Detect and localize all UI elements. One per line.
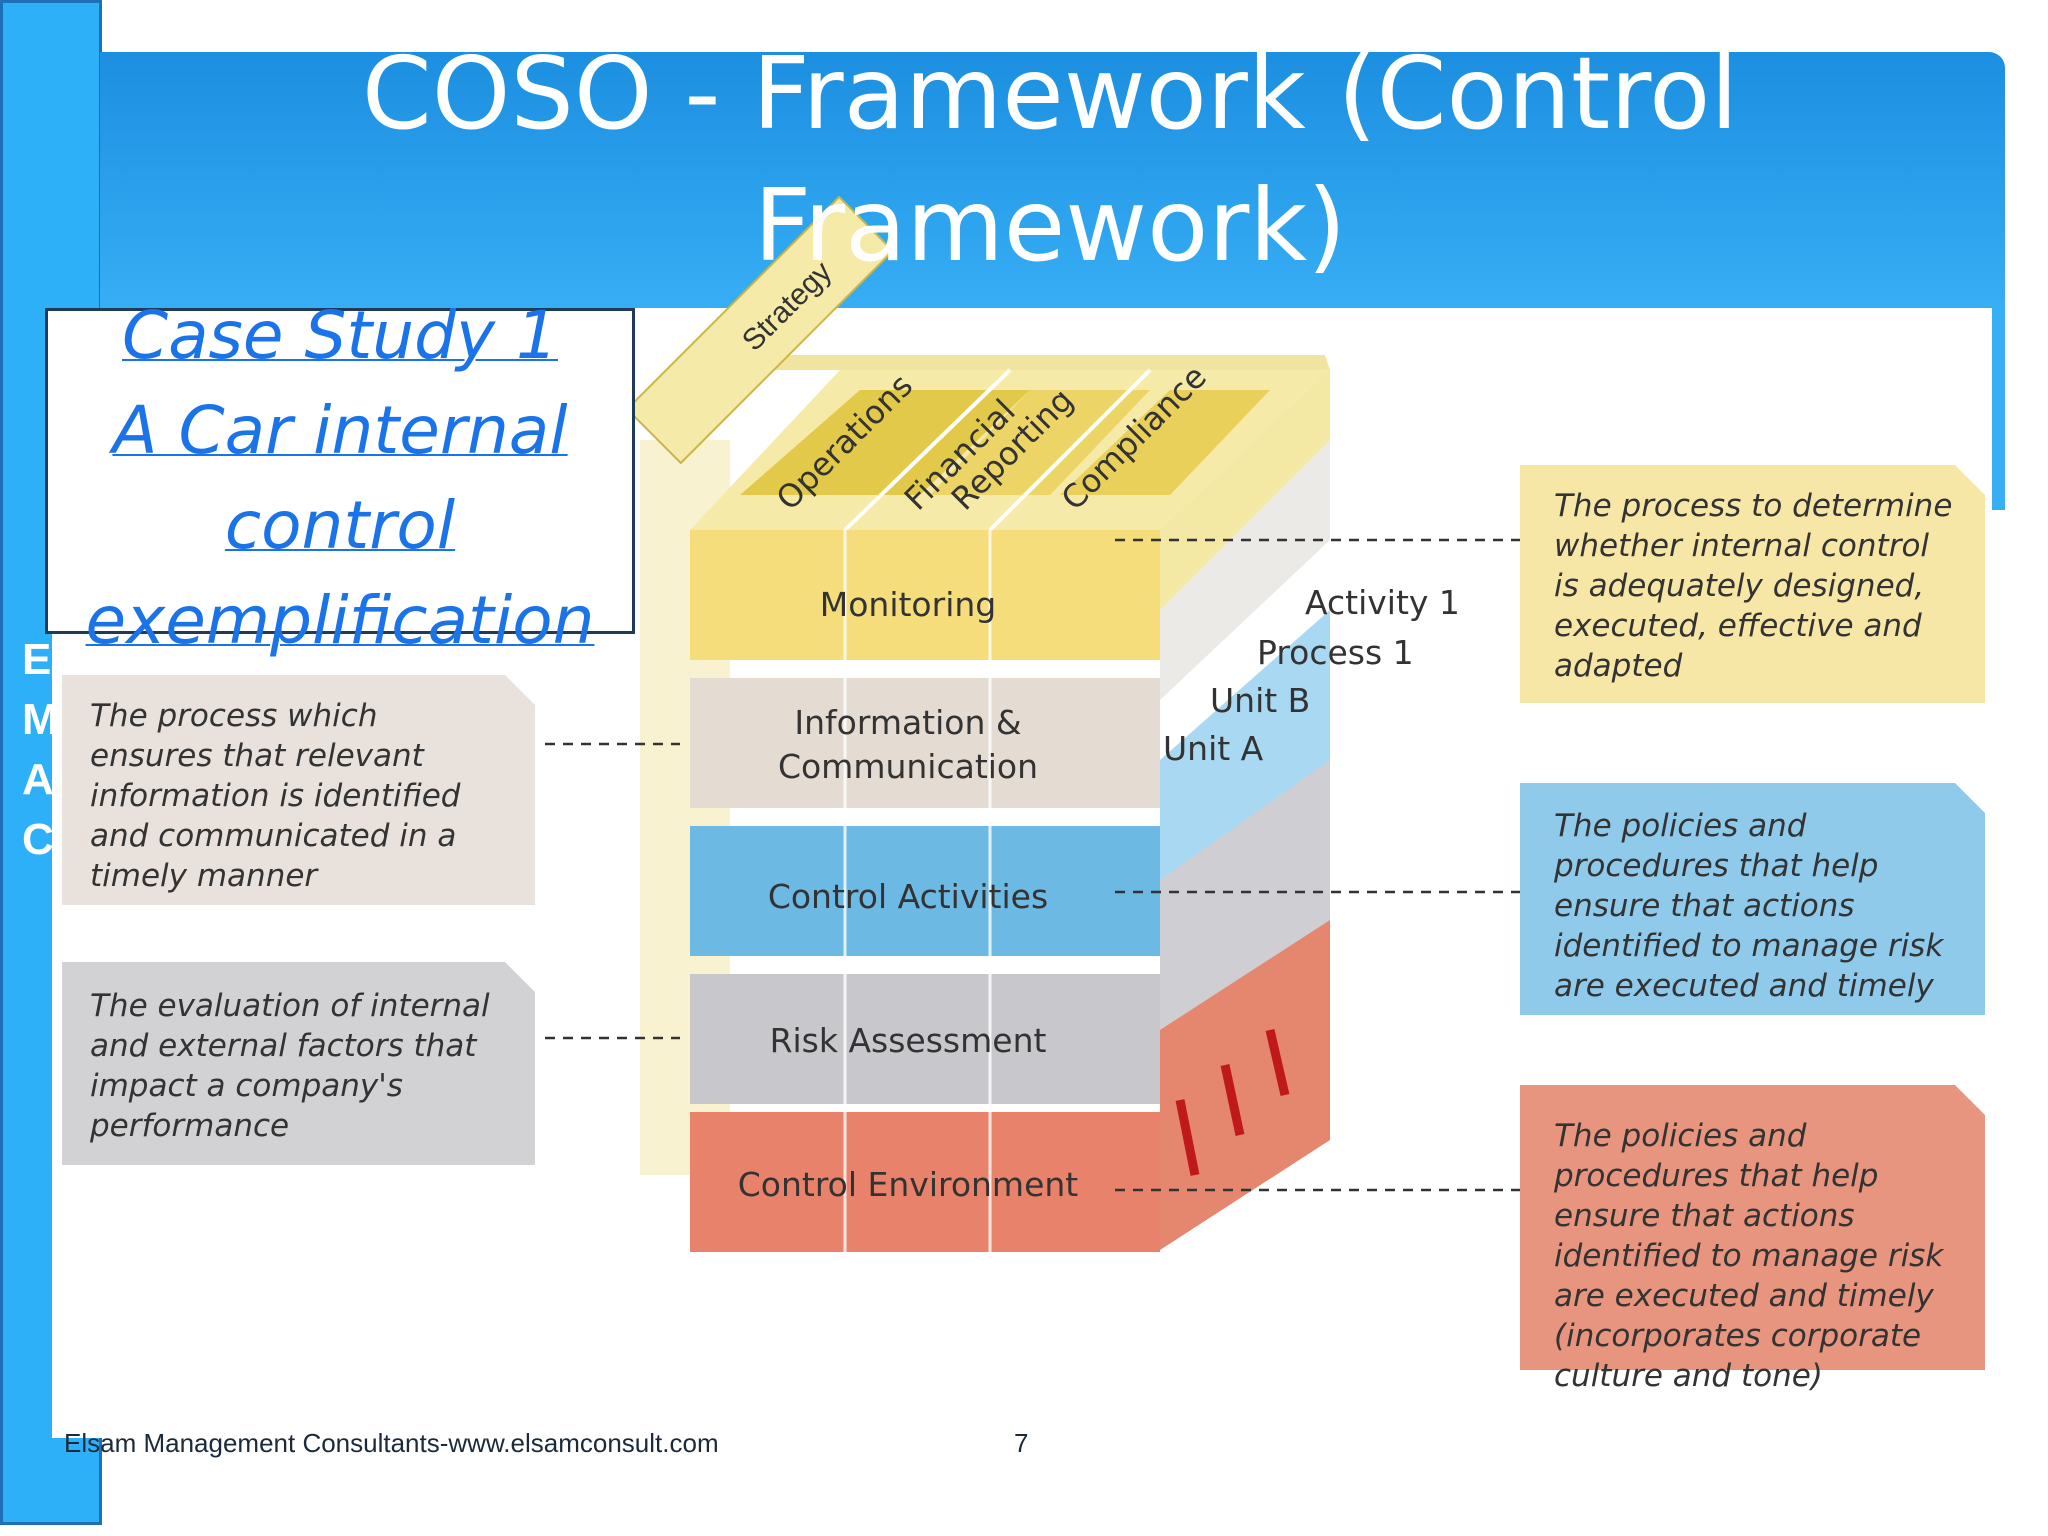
column-lines: [843, 530, 992, 1252]
layer-control-activities: [690, 826, 1160, 956]
control-activities-label: Control Activities: [768, 877, 1048, 916]
red-accent-bars: [1175, 1028, 1290, 1176]
monitoring-label: Monitoring: [820, 585, 996, 624]
cube-right-red: [1160, 920, 1330, 1250]
callout-bg-environment: [1520, 1085, 1985, 1370]
case-study-line1[interactable]: Case Study 1: [121, 297, 559, 374]
case-study-line3[interactable]: control: [224, 487, 456, 564]
sidebar-letter: E: [22, 635, 52, 684]
footer-text: Elsam Management Consultants-www.elsamco…: [64, 1428, 719, 1458]
layer-monitoring: [690, 530, 1160, 660]
information-label-2: Communication: [778, 747, 1038, 786]
unit-b-label: Unit B: [1210, 681, 1310, 720]
sidebar-letter: C: [22, 815, 54, 864]
callout-risk: The evaluation of internal and external …: [90, 988, 490, 1144]
top-stripes: [740, 390, 1270, 495]
top-separators: [843, 368, 1152, 532]
cube-top-back: [740, 355, 1330, 370]
slide-title: COSO - Framework (Control Framework): [361, 35, 1739, 284]
process-label: Process 1: [1257, 633, 1414, 672]
callout-bg-risk: [62, 962, 535, 1165]
case-study-line4[interactable]: exemplification: [85, 582, 595, 659]
cube-right-yellow: [1160, 370, 1330, 610]
callout-control-activities: The policies and procedures that help en…: [1554, 808, 1944, 1004]
layer-risk-assessment: [690, 974, 1160, 1104]
callout-bg-information: [62, 675, 535, 905]
title-banner: [100, 52, 2005, 310]
callout-environment: The policies and procedures that help en…: [1554, 1118, 1944, 1394]
sidebar-letter: A: [22, 755, 54, 804]
case-study-box: [45, 308, 635, 634]
information-label-1: Information &: [794, 703, 1021, 742]
layer-information: [690, 678, 1160, 808]
callout-bg-control: [1520, 783, 1985, 1015]
risk-assessment-label: Risk Assessment: [770, 1021, 1047, 1060]
page-number: 7: [1014, 1428, 1029, 1458]
callout-information: The process which ensures that relevant …: [90, 698, 461, 894]
case-study-link[interactable]: Case Study 1 A Car internal control exem…: [40, 288, 640, 668]
control-environment-label: Control Environment: [738, 1165, 1079, 1204]
unit-a-label: Unit A: [1163, 729, 1264, 768]
case-study-line2[interactable]: A Car internal: [112, 392, 568, 469]
layer-control-environment: [690, 1112, 1160, 1252]
activity-label: Activity 1: [1305, 583, 1460, 622]
callout-monitoring: The process to determine whether interna…: [1554, 488, 1953, 684]
callout-bg-monitoring: [1520, 465, 1985, 703]
